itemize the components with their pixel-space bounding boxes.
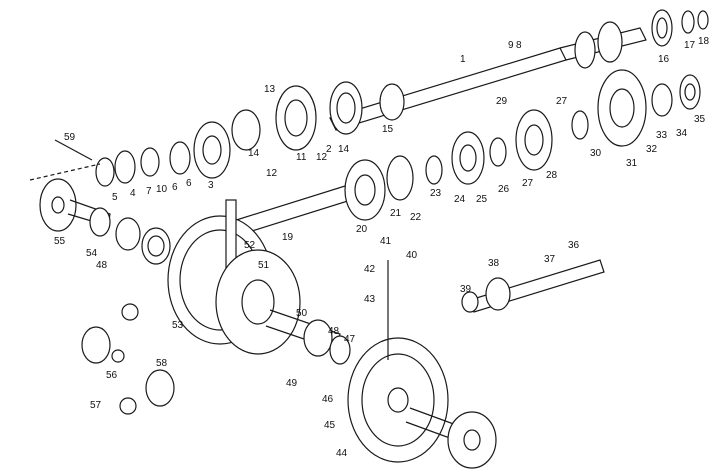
- part-number-labels: 1 2 3 4 5 6 6 7 8 9 10 11 12 12 13 14 14…: [54, 36, 710, 459]
- part-label: 45: [324, 420, 336, 431]
- part-label: 30: [590, 148, 602, 159]
- part-label: 23: [430, 188, 442, 199]
- part-label: 22: [410, 212, 422, 223]
- part-label: 56: [106, 370, 118, 381]
- part-label: 49: [286, 378, 298, 389]
- part-label: 50: [296, 308, 308, 319]
- part-label: 47: [344, 334, 356, 345]
- part-label: 44: [336, 448, 348, 459]
- part-label: 19: [282, 232, 294, 243]
- part-label: 27: [556, 96, 568, 107]
- part-label: 53: [172, 320, 184, 331]
- part-label: 1: [460, 54, 466, 65]
- part-label: 27: [522, 178, 534, 189]
- reverse-idler-assembly: [461, 259, 605, 313]
- part-label: 2: [326, 144, 332, 155]
- part-label: 40: [406, 250, 418, 261]
- part-label: 28: [546, 170, 558, 181]
- part-label: 11: [296, 152, 307, 163]
- part-label: 4: [130, 188, 136, 199]
- part-label: 6: [172, 182, 178, 193]
- part-label: 12: [266, 168, 278, 179]
- part-label: 54: [86, 248, 98, 259]
- part-label: 36: [568, 240, 580, 251]
- part-label: 9: [508, 40, 514, 51]
- part-label: 35: [694, 114, 706, 125]
- part-label: 14: [338, 144, 350, 155]
- part-label: 8: [516, 40, 522, 51]
- part-label: 42: [364, 264, 376, 275]
- part-label: 12: [316, 152, 328, 163]
- part-label: 3: [208, 180, 214, 191]
- output-flange-assembly: [29, 139, 171, 265]
- part-label: 48: [328, 326, 340, 337]
- part-label: 15: [382, 124, 394, 135]
- part-label: 14: [248, 148, 260, 159]
- part-label: 33: [656, 130, 668, 141]
- part-label: 5: [112, 192, 118, 203]
- part-label: 38: [488, 258, 500, 269]
- part-label: 26: [498, 184, 510, 195]
- part-label: 18: [698, 36, 710, 47]
- part-label: 20: [356, 224, 368, 235]
- part-label: 59: [64, 132, 76, 143]
- part-label: 17: [684, 40, 696, 51]
- part-label: 34: [676, 128, 688, 139]
- part-label: 39: [460, 284, 472, 295]
- part-label: 10: [156, 184, 168, 195]
- final-drive-cover: [347, 260, 497, 469]
- part-label: 37: [544, 254, 556, 265]
- main-shaft-assembly: [95, 9, 709, 187]
- part-label: 31: [626, 158, 638, 169]
- part-label: 55: [54, 236, 66, 247]
- part-label: 16: [658, 54, 670, 65]
- part-label: 13: [264, 84, 276, 95]
- part-label: 58: [156, 358, 168, 369]
- part-label: 43: [364, 294, 376, 305]
- part-label: 46: [322, 394, 334, 405]
- differential-assembly: [81, 199, 351, 415]
- part-label: 52: [244, 240, 256, 251]
- part-label: 24: [454, 194, 466, 205]
- part-label: 21: [390, 208, 402, 219]
- part-label: 32: [646, 144, 658, 155]
- part-label: 6: [186, 178, 192, 189]
- part-label: 29: [496, 96, 508, 107]
- part-label: 41: [380, 236, 392, 247]
- part-label: 48: [96, 260, 108, 271]
- part-label: 7: [146, 186, 152, 197]
- counter-shaft-assembly: [229, 69, 701, 237]
- part-label: 25: [476, 194, 488, 205]
- part-label: 57: [90, 400, 102, 411]
- part-label: 51: [258, 260, 270, 271]
